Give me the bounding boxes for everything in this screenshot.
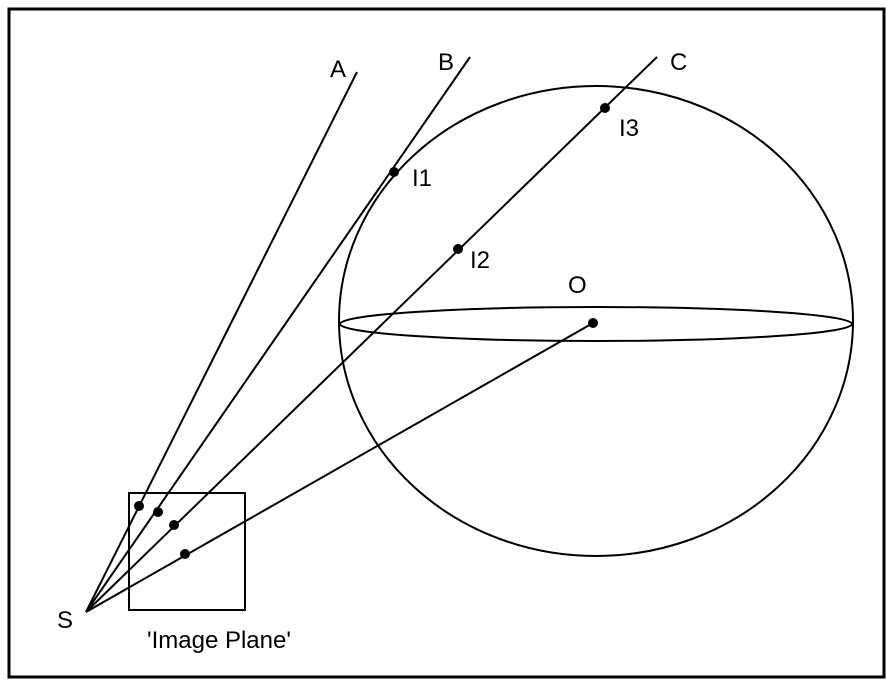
sphere-outline (338, 85, 854, 557)
sphere-equator (339, 306, 853, 342)
ray-c-line (85, 56, 658, 613)
image-plane-point-b (153, 507, 163, 517)
label-i1: I1 (412, 165, 432, 192)
image-plane-point-c (169, 520, 179, 530)
label-i3: I3 (619, 115, 639, 142)
label-b: B (438, 49, 454, 76)
intersection-point-1 (389, 167, 399, 177)
image-plane-point-a (134, 501, 144, 511)
diagram-border (7, 7, 886, 679)
label-image-plane: 'Image Plane' (147, 627, 291, 654)
label-s: S (57, 607, 73, 634)
image-plane-point-o (180, 549, 190, 559)
label-i2: I2 (470, 247, 490, 274)
label-o: O (568, 272, 587, 299)
center-point (588, 318, 598, 328)
label-a: A (330, 56, 346, 83)
intersection-point-2 (453, 244, 463, 254)
ray-o-line (85, 322, 594, 613)
label-c: C (670, 49, 687, 76)
ray-a-line (85, 71, 358, 613)
ray-b-line (85, 56, 471, 613)
intersection-point-3 (600, 103, 610, 113)
